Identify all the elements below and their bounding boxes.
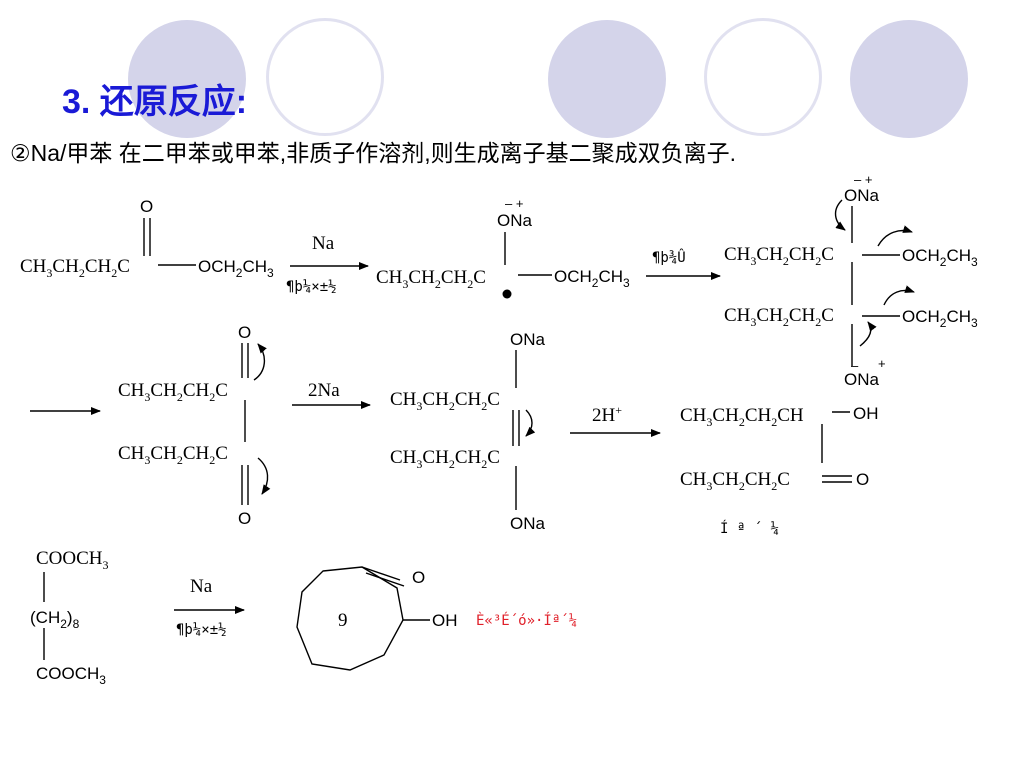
radical-anion: ONa – + CH3CH2CH2C OCH2CH3 <box>376 196 630 299</box>
curved-arrow-oet-top <box>877 225 913 247</box>
nonagon-ring <box>296 566 404 671</box>
svg-text:CH3CH2CH2C: CH3CH2CH2C <box>118 380 228 404</box>
svg-text:CH3CH2CH2C: CH3CH2CH2C <box>390 389 500 413</box>
dimer-oet-bottom: OCH <box>902 307 940 326</box>
diketone-o-top: O <box>238 323 251 342</box>
diester-cooch3-top: COOCH <box>36 548 103 569</box>
ring-size-label: 9 <box>338 610 348 631</box>
solvent-label: ¶þ¼×±½ <box>286 279 337 295</box>
dimer-plus-bottom: + <box>878 356 886 371</box>
reagent-2h: 2H <box>592 405 616 426</box>
dimer-ona-bottom: ONa <box>844 370 880 389</box>
dimer-oet-top: OCH <box>902 246 940 265</box>
svg-text:CH3CH2CH2CH: CH3CH2CH2CH <box>680 405 804 429</box>
red-annotation: È«³É´ó»·Íª´¼ <box>476 612 577 629</box>
diketone-o-bottom: O <box>238 509 251 528</box>
dimerize-label: ¶þ¾Û <box>652 248 686 266</box>
ring-oh: OH <box>432 611 458 630</box>
diester-ch2n: (CH <box>30 608 60 627</box>
arrow-2na: 2Na <box>292 380 371 409</box>
decor-circle-3 <box>850 20 968 138</box>
enediolate-chain-top: CH <box>390 389 417 410</box>
svg-text:CH3CH2CH2C: CH3CH2CH2C <box>376 267 486 291</box>
svg-text:CH3CH2CH2C: CH3CH2CH2C <box>724 244 834 268</box>
enediolate-ona-top: ONa <box>510 330 546 349</box>
dimer-chain-bottom: CH <box>724 305 751 326</box>
svg-text:CH3CH2CH2C: CH3CH2CH2C <box>118 443 228 467</box>
decor-ring-1 <box>266 18 384 136</box>
curved-arrow-top <box>834 199 846 231</box>
enediolate-ona-bottom: ONa <box>510 514 546 533</box>
ester-ch3: CH <box>20 256 47 277</box>
acyloin-oh: OH <box>853 404 879 423</box>
reagent-na-cyclization: Na <box>190 576 213 597</box>
svg-text:COOCH3: COOCH3 <box>36 664 106 687</box>
svg-text:COOCH3: COOCH3 <box>36 548 109 572</box>
diketone-chain-bottom: CH <box>118 443 145 464</box>
curved-arrow-diketone-bottom <box>257 457 271 495</box>
svg-text:OCH2CH3: OCH2CH3 <box>902 307 978 330</box>
slide-subtitle: ②Na/甲苯 在二甲苯或甲苯,非质子作溶剂,则生成离子基二聚成双负离子. <box>10 140 736 166</box>
dimer-ona-top: ONa <box>844 186 880 205</box>
ester-carbonyl-o: O <box>140 197 153 216</box>
cyclic-acyloin: 9 O OH È«³É´ó»·Íª´¼ <box>296 566 577 671</box>
enediolate-chain-bottom: CH <box>390 447 417 468</box>
curved-arrow-enediolate <box>525 409 536 437</box>
decor-circle-1 <box>128 20 246 138</box>
svg-text:2H+: 2H+ <box>592 403 622 426</box>
curved-arrow-oet-bottom <box>883 285 915 306</box>
diketone-chain-top: CH <box>118 380 145 401</box>
svg-text:CH3CH2CH2C: CH3CH2CH2C <box>20 256 130 280</box>
arrow-cyclization: Na ¶þ¼×±½ <box>174 576 245 638</box>
radical-charges: – + <box>505 196 523 211</box>
curved-arrow-diketone-top <box>253 343 267 381</box>
diester: COOCH3 (CH2)8 COOCH3 <box>30 548 109 687</box>
acyloin-chain-bottom: CH <box>680 469 707 490</box>
enediolate: ONa CH3CH2CH2C CH3CH2CH2C ONa <box>390 330 546 533</box>
solvent-label-cyclization: ¶þ¼×±½ <box>176 622 227 638</box>
acyloin-product: CH3CH2CH2CH OH CH3CH2CH2C O Í ª ´ ¼ <box>680 404 879 537</box>
arrow-na-step: Na ¶þ¼×±½ <box>286 233 369 295</box>
dimer-charges-top: – + <box>854 172 872 187</box>
svg-text:(CH2)8: (CH2)8 <box>30 608 80 631</box>
ester-och2ch3: OCH <box>198 257 236 276</box>
svg-text:CH3CH2CH2C: CH3CH2CH2C <box>390 447 500 471</box>
acyloin-label: Í ª ´ ¼ <box>720 520 779 537</box>
radical-dot <box>502 289 512 299</box>
ester-reactant: CH3CH2CH2C O OCH2CH3 <box>20 197 274 280</box>
decor-circle-2 <box>548 20 666 138</box>
slide-title: 3. 还原反应: <box>62 83 248 121</box>
reagent-na: Na <box>312 233 335 254</box>
radical-ona: ONa <box>497 211 533 230</box>
dimer-dianion: ONa – + CH3CH2CH2C OCH2CH3 CH3CH2CH2C OC… <box>724 172 978 389</box>
decor-ring-2 <box>704 18 822 136</box>
reagent-2na: 2Na <box>308 380 340 401</box>
svg-text:CH3CH2CH2C: CH3CH2CH2C <box>724 305 834 329</box>
diketone: O CH3CH2CH2C CH3CH2CH2C O <box>118 323 271 528</box>
svg-text:CH3CH2CH2C: CH3CH2CH2C <box>680 469 790 493</box>
arrow-2h: 2H+ <box>570 403 661 437</box>
dimer-minus-bottom: – <box>851 358 859 373</box>
svg-text:OCH2CH3: OCH2CH3 <box>554 267 630 290</box>
arrow-dimerize: ¶þ¾Û <box>646 248 721 280</box>
curved-arrow-bottom <box>859 321 877 347</box>
acyloin-o: O <box>856 470 869 489</box>
svg-text:OCH2CH3: OCH2CH3 <box>198 257 274 280</box>
diester-cooch3-bottom: COOCH <box>36 664 99 683</box>
svg-text:OCH2CH3: OCH2CH3 <box>902 246 978 269</box>
ring-carbonyl-bond <box>361 566 401 581</box>
radical-och2ch3: OCH <box>554 267 592 286</box>
acyloin-chain-top: CH <box>680 405 707 426</box>
ring-o: O <box>412 568 425 587</box>
radical-chain: CH <box>376 267 403 288</box>
dimer-chain-top: CH <box>724 244 751 265</box>
